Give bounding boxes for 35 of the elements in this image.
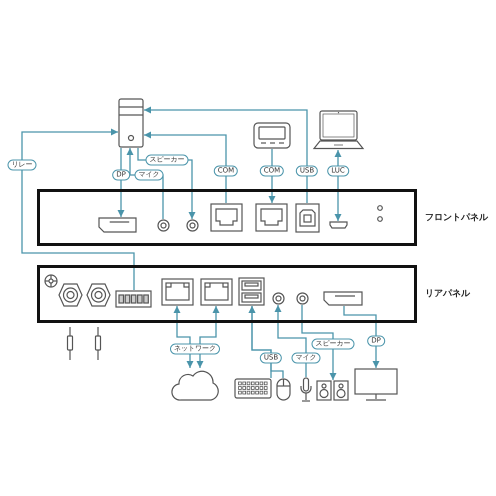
desktop-tower-icon — [118, 98, 144, 148]
laptop-icon — [313, 110, 364, 150]
ethernet-port-icon — [200, 278, 233, 306]
ethernet-port-icon — [255, 203, 288, 232]
audio-jack-icon — [186, 219, 199, 232]
connector-arrow — [248, 306, 284, 378]
usb-port-icon — [295, 203, 320, 233]
displayport-icon — [323, 291, 363, 306]
micro-usb-port-icon — [329, 221, 348, 229]
panel-label: フロントパネル — [425, 212, 488, 224]
connector-arrow — [144, 132, 227, 203]
audio-jack-icon — [157, 219, 170, 232]
ethernet-port-icon — [161, 278, 194, 306]
usb-port-icon — [238, 277, 265, 306]
ethernet-port-icon — [210, 203, 243, 232]
displayport-icon — [98, 217, 137, 233]
audio-jack-icon — [272, 292, 285, 305]
connector-arrow — [174, 306, 194, 368]
terminal-block-icon — [115, 290, 152, 308]
connector-arrow — [21, 128, 135, 290]
microphone-icon — [300, 377, 312, 402]
keyboard-icon — [234, 378, 272, 399]
connector-arrow — [144, 106, 308, 203]
connector-arrow — [301, 305, 336, 380]
terminal-icon — [253, 122, 291, 149]
audio-jack-icon — [296, 292, 309, 305]
connector-arrow — [334, 150, 342, 221]
connector-arrow — [118, 148, 124, 217]
monitor-icon — [354, 368, 398, 401]
cloud-icon — [169, 368, 221, 401]
connector-arrow — [343, 306, 380, 368]
connector-arrow — [196, 306, 220, 368]
mouse-icon — [276, 378, 291, 401]
panel-label: リアパネル — [425, 288, 470, 300]
speaker-icon — [316, 380, 349, 401]
